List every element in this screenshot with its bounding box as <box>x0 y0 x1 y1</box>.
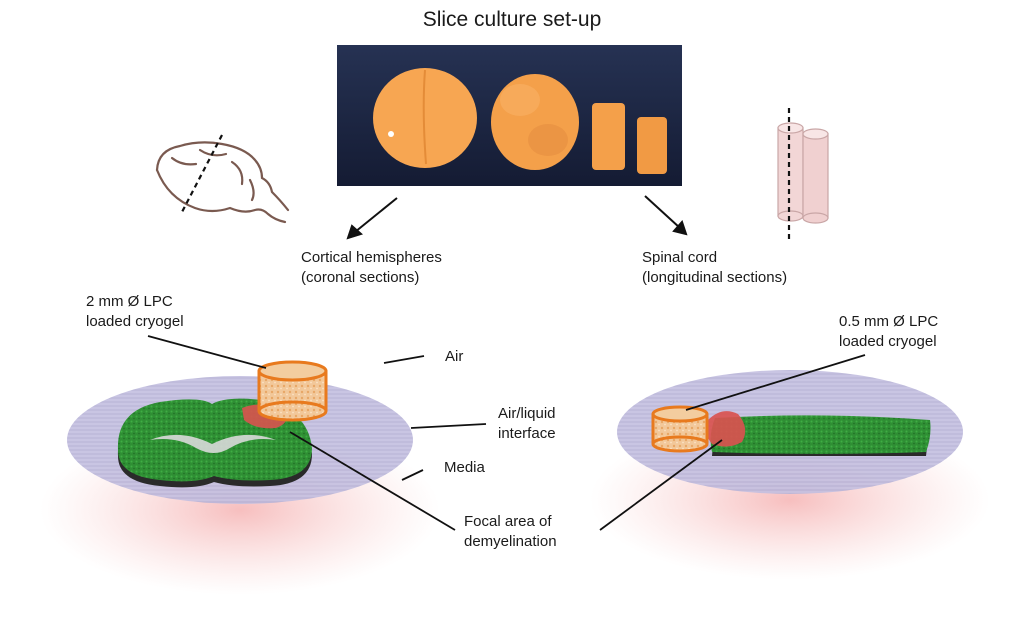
right-cryogel <box>651 405 709 453</box>
label-left-cryogel: 2 mm Ø LPC loaded cryogel <box>86 292 184 332</box>
leader-air <box>383 355 425 364</box>
label-spinal-line1: Spinal cord <box>642 249 718 266</box>
spinal-slice-1 <box>592 103 625 170</box>
cortical-slice-large <box>373 68 477 168</box>
right-spinal-slice <box>710 415 931 456</box>
label-focal-demyelination: Focal area of demyelination <box>464 512 557 552</box>
arrow-to-spinal <box>644 195 688 236</box>
cortical-slice-large-midline <box>422 69 427 165</box>
leader-focal-left <box>289 431 456 531</box>
coronal-cut-line <box>181 134 223 213</box>
leader-interface <box>410 423 487 429</box>
leader-left-cryogel <box>147 335 267 369</box>
label-media: Media <box>444 459 485 476</box>
right-lesion <box>705 411 746 447</box>
label-cortical-hemispheres: Cortical hemispheres (coronal sections) <box>301 248 442 288</box>
label-air: Air <box>445 348 464 365</box>
label-focal-line2: demyelination <box>464 533 557 550</box>
label-left-cryogel-line2: loaded cryogel <box>86 313 184 330</box>
left-cryogel <box>257 360 328 422</box>
leader-lines <box>147 335 866 531</box>
arrow-to-cortical <box>346 197 398 240</box>
label-air-liquid-interface: Air/liquid interface <box>498 404 556 444</box>
leader-right-cryogel <box>685 354 866 411</box>
label-spinal-line2: (longitudinal sections) <box>642 269 788 286</box>
leader-focal-right <box>599 439 723 531</box>
spinal-cord-cylinder-icon <box>777 122 829 224</box>
slice-photo <box>337 45 682 186</box>
label-cortical-line2: (coronal sections) <box>301 269 420 286</box>
label-right-cryogel-line1: 0.5 mm Ø LPC <box>839 313 939 330</box>
cortical-slice-medium <box>491 74 579 170</box>
label-spinal-cord: Spinal cord (longitudinal sections) <box>642 248 787 288</box>
figure-title: Slice culture set-up <box>422 8 602 31</box>
label-interface-line2: interface <box>498 425 556 442</box>
label-interface-line1: Air/liquid <box>498 405 556 422</box>
brain-outline-icon <box>155 141 290 224</box>
spinal-slice-2 <box>637 117 667 174</box>
label-cortical-line1: Cortical hemispheres <box>301 249 442 266</box>
leader-media <box>401 469 424 481</box>
label-left-cryogel-line1: 2 mm Ø LPC <box>86 293 173 310</box>
label-focal-line1: Focal area of <box>464 513 552 530</box>
label-right-cryogel: 0.5 mm Ø LPC loaded cryogel <box>839 312 938 352</box>
label-right-cryogel-line2: loaded cryogel <box>839 333 937 350</box>
